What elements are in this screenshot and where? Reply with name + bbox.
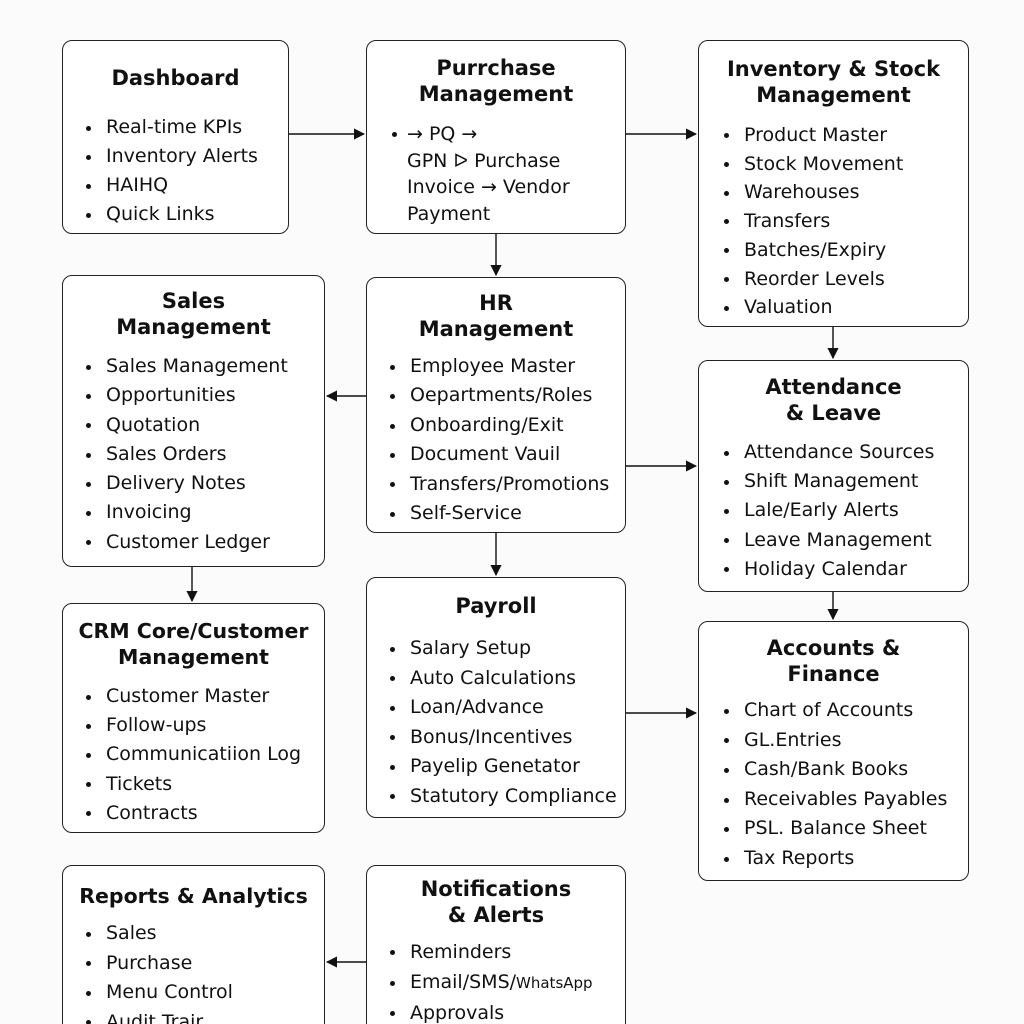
list-item: Tax Reports (723, 844, 947, 874)
dashboard-box: Dashboard Real-time KPIs Inventory Alert… (62, 40, 289, 234)
list-item: PSL. Balance Sheet (723, 814, 947, 844)
purchase-flow-line-3: Invoice → Vendor (407, 176, 570, 198)
inventory-box: Inventory & Stock Management Product Mas… (698, 40, 969, 327)
list-item: Onboarding/Exit (389, 411, 609, 440)
list-item: Quotation (85, 411, 288, 440)
list-item: Self-Service (389, 499, 609, 528)
list-item: Approvals (389, 998, 593, 1024)
reports-box: Reports & Analytics Sales Purchase Menu … (62, 865, 325, 1024)
list-item: Communicatiion Log (85, 740, 301, 769)
purchase-flow-step: → PQ → (407, 123, 478, 145)
list-item: Product Master (723, 121, 903, 150)
list-item: Sales Orders (85, 440, 288, 469)
accounts-title: Accounts & Finance (766, 636, 901, 686)
inventory-title: Inventory & Stock Management (726, 57, 941, 107)
bullet-icon (392, 132, 397, 137)
list-item: Salary Setup (389, 634, 617, 664)
reports-title: Reports & Analytics (79, 884, 308, 908)
list-item: Audit Trajr (85, 1008, 233, 1024)
attendance-title: Attendance & Leave (765, 375, 902, 425)
notifications-title: Notifications & Alerts (420, 877, 572, 927)
list-item: Reorder Levels (723, 265, 903, 294)
list-item: Stock Movement (723, 150, 903, 179)
crm-list: Customer Master Follow-ups Communicatiio… (85, 682, 301, 828)
list-item: Loan/Advance (389, 693, 617, 723)
list-item: Document Vauil (389, 440, 609, 469)
list-item: Auto Calculations (389, 664, 617, 694)
list-item: Tickets (85, 770, 301, 799)
list-item: Payelip Genetator (389, 752, 617, 782)
payroll-list: Salary Setup Auto Calculations Loan/Adva… (389, 634, 617, 811)
list-item: Bonus/Incentives (389, 723, 617, 753)
notification-channel-whatsapp: WhatsApp (516, 974, 593, 992)
list-item: Oepartments/Roles (389, 381, 609, 410)
list-item: Warehouses (723, 178, 903, 207)
list-item: Statutory Compliance (389, 782, 617, 812)
dashboard-list: Real-time KPIs Inventory Alerts HAIHQ Qu… (85, 113, 258, 229)
sales-box: Sales Management Sales Management Opport… (62, 275, 325, 567)
list-item: Menu Control (85, 978, 233, 1008)
hr-title: HR Management (418, 291, 574, 341)
list-item: Chart of Accounts (723, 696, 947, 726)
list-item: Cash/Bank Books (723, 755, 947, 785)
list-item: Email/SMS/WhatsApp (389, 967, 593, 998)
list-item: Sales (85, 919, 233, 949)
list-item: Purchase (85, 949, 233, 979)
list-item: GL.Entries (723, 726, 947, 756)
list-item: Follow-ups (85, 711, 301, 740)
list-item: Holiday Calendar (723, 555, 934, 584)
list-item: Shift Management (723, 467, 934, 496)
list-item: Real-time KPIs (85, 113, 258, 142)
purchase-flow-line-2: GPN ᐅ Purchase (407, 149, 561, 172)
list-item: Inventory Alerts (85, 142, 258, 171)
dashboard-title: Dashboard (111, 66, 240, 90)
list-item: Reminders (389, 937, 593, 967)
list-item: Delivery Notes (85, 469, 288, 498)
accounts-box: Accounts & Finance Chart of Accounts GL.… (698, 621, 969, 881)
attendance-list: Attendance Sources Shift Management Lale… (723, 438, 934, 584)
list-item: Quick Links (85, 200, 258, 229)
crm-title: CRM Core/Customer Management (78, 619, 309, 669)
hr-box: HR Management Employee Master Oepartment… (366, 277, 626, 533)
list-item: Invoicing (85, 498, 288, 527)
list-item: Batches/Expiry (723, 236, 903, 265)
list-item: Valuation (723, 293, 903, 322)
sales-title: Sales Management (116, 289, 271, 339)
list-item: Employee Master (389, 352, 609, 381)
list-item: Customer Master (85, 682, 301, 711)
inventory-list: Product Master Stock Movement Warehouses… (723, 121, 903, 322)
accounts-list: Chart of Accounts GL.Entries Cash/Bank B… (723, 696, 947, 874)
hr-list: Employee Master Oepartments/Roles Onboar… (389, 352, 609, 528)
notification-channels: Email/SMS/ (410, 971, 517, 993)
purchase-flow-line-1: → PQ → (392, 121, 570, 148)
list-item: Attendance Sources (723, 438, 934, 467)
list-item: Opportunities (85, 381, 288, 410)
purchase-flow-line-4: Payment (407, 202, 491, 225)
purchase-title: Purrchase Management (418, 56, 574, 106)
crm-box: CRM Core/Customer Management Customer Ma… (62, 603, 325, 833)
purchase-box: Purrchase Management → PQ → GPN ᐅ Purcha… (366, 40, 626, 234)
list-item: Lale/Early Alerts (723, 496, 934, 525)
list-item: Transfers/Promotions (389, 470, 609, 499)
list-item: HAIHQ (85, 171, 258, 200)
payroll-title: Payroll (455, 594, 537, 618)
list-item: Leave Management (723, 526, 934, 555)
list-item: Contracts (85, 799, 301, 828)
reports-list: Sales Purchase Menu Control Audit Trajr (85, 919, 233, 1024)
list-item: Sales Management (85, 352, 288, 381)
notifications-list: Reminders Email/SMS/WhatsApp Approvals (389, 937, 593, 1024)
purchase-flow: → PQ → GPN ᐅ Purchase Invoice → Vendor P… (392, 121, 570, 227)
attendance-box: Attendance & Leave Attendance Sources Sh… (698, 360, 969, 592)
notifications-box: Notifications & Alerts Reminders Email/S… (366, 865, 626, 1024)
sales-list: Sales Management Opportunities Quotation… (85, 352, 288, 557)
list-item: Customer Ledger (85, 528, 288, 557)
list-item: Receivables Payables (723, 785, 947, 815)
list-item: Transfers (723, 207, 903, 236)
payroll-box: Payroll Salary Setup Auto Calculations L… (366, 577, 626, 818)
